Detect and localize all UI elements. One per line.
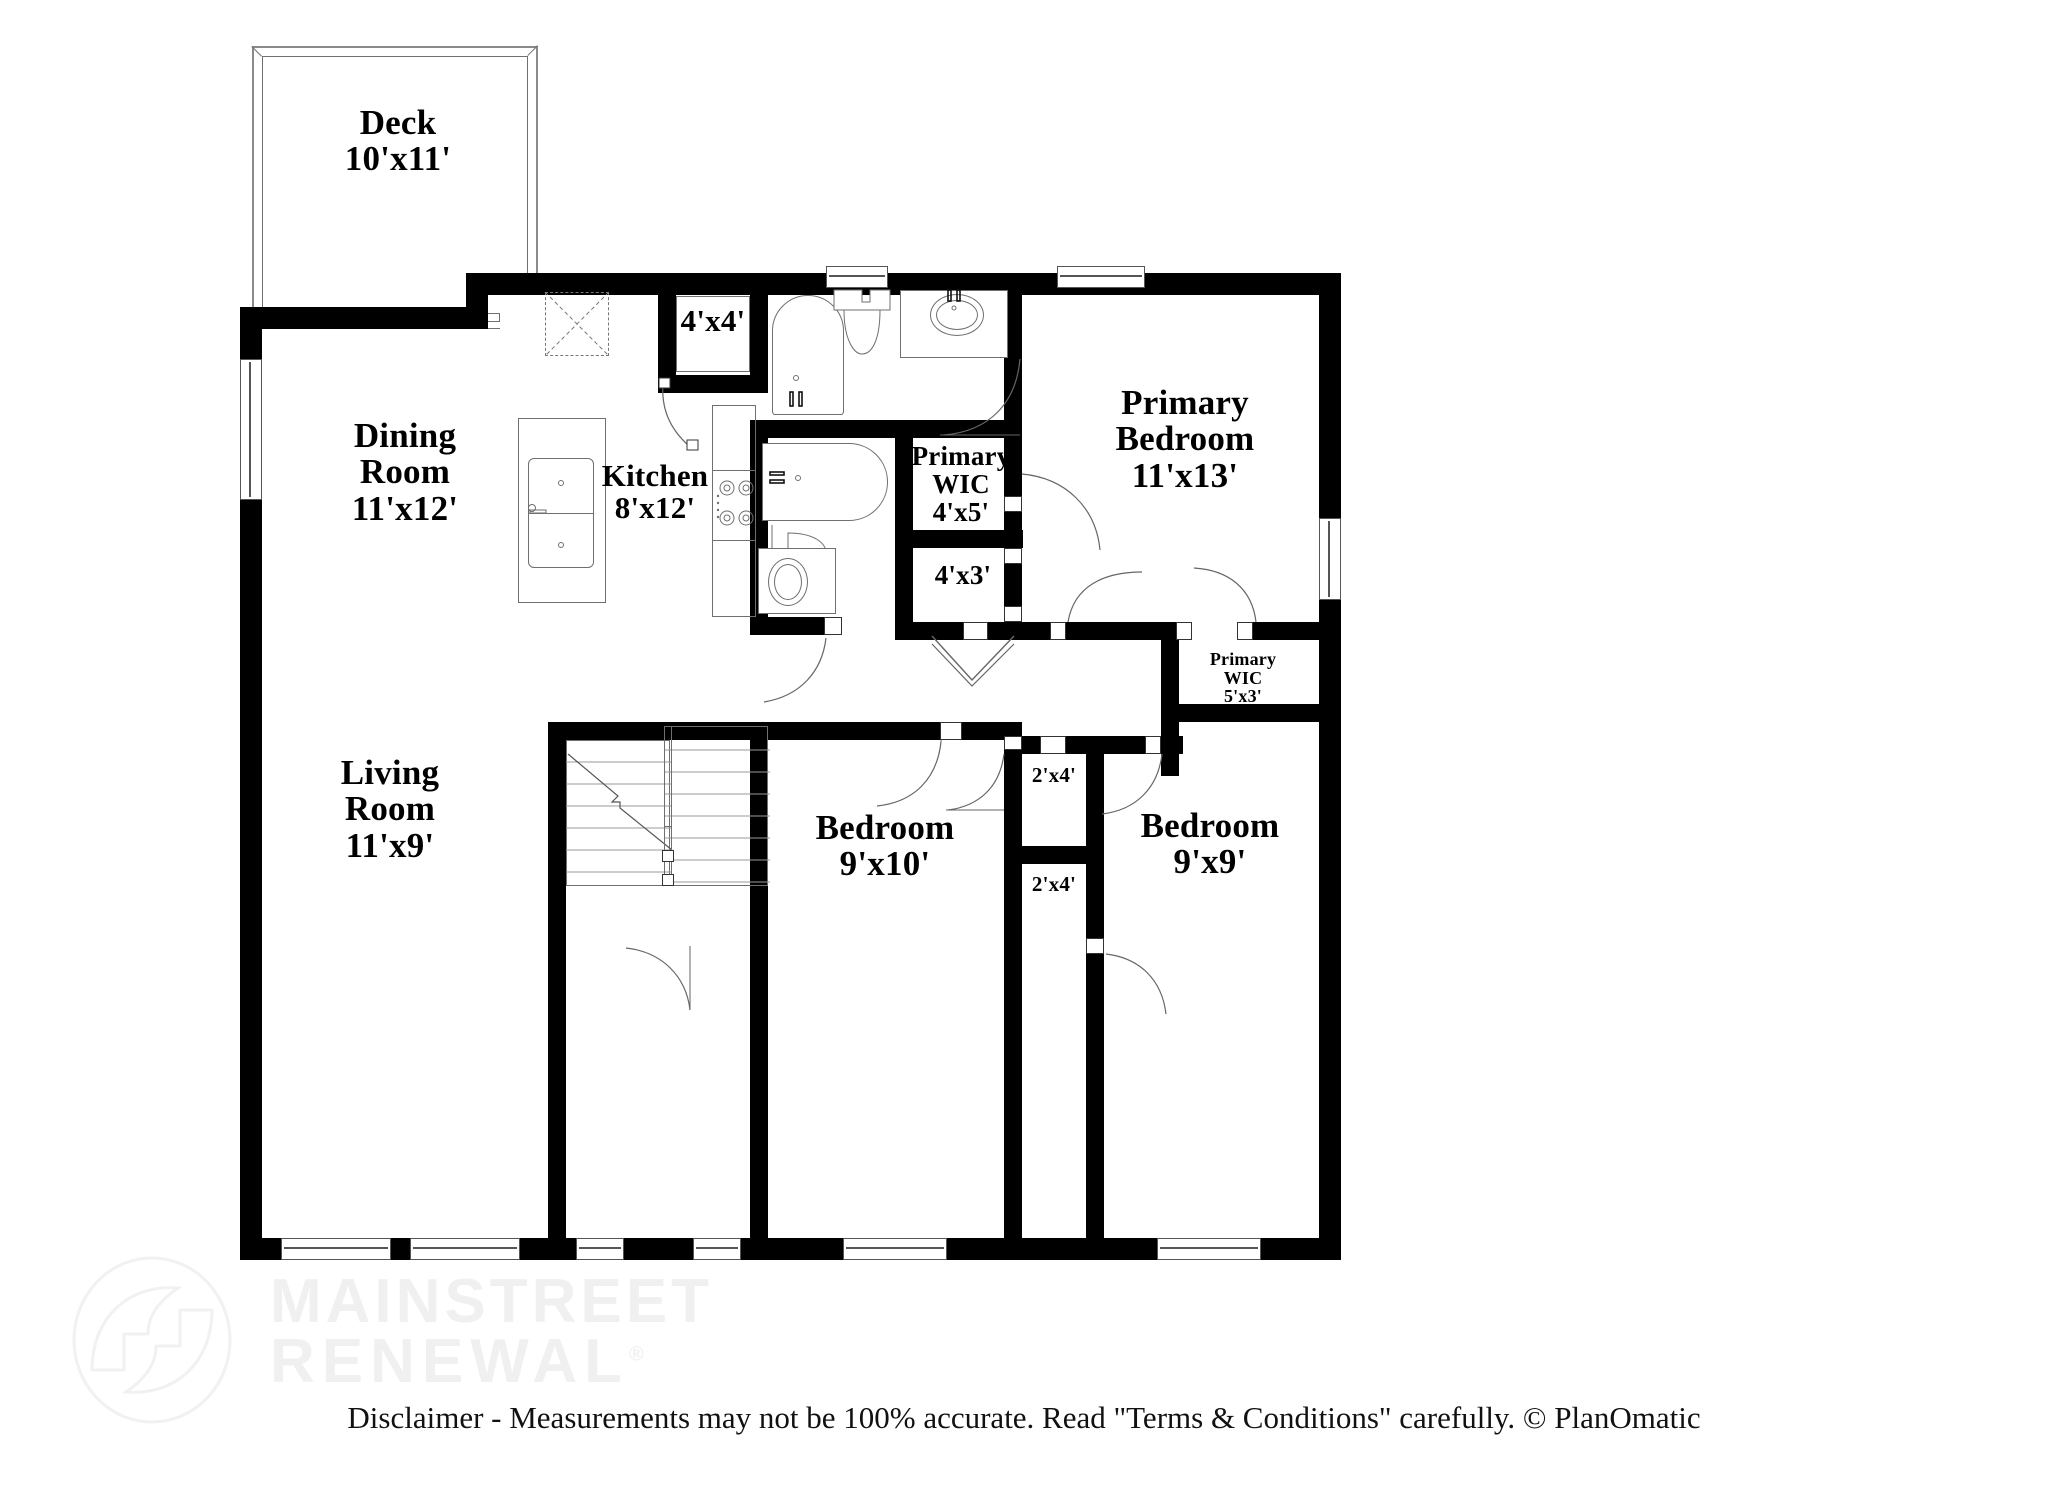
hall-bath-tub [772,295,844,415]
window-top-bath [826,266,888,288]
window-bottom-1 [281,1238,391,1260]
disclaimer-text: Disclaimer - Measurements may not be 100… [347,1400,1701,1435]
room-label-bedroom-2: Bedroom 9'x10' [815,808,955,884]
room-label-primary-wic-2: Primary WIC 5'x3' [1209,649,1277,707]
window-left-wall [240,359,262,500]
window-bottom-2 [410,1238,520,1260]
counter-run-right [712,405,756,617]
registered-mark: ® [629,1342,651,1365]
range-cooktop [716,480,754,526]
room-label-bedroom-3: Bedroom 9'x9' [1140,806,1280,882]
mainstreet-renewal-logo [72,1256,232,1424]
room-label-living-room: Living Room 11'x9' [340,753,440,865]
room-label-primary-bedroom: Primary Bedroom 11'x13' [1115,383,1255,495]
room-label-closet-2x4-upper: 2'x4' [1031,763,1077,787]
watermark-text: MAINSTREET RENEWAL® [270,1267,713,1396]
room-label-pantry: 4'x4' [680,303,746,338]
room-label-closet-4x3: 4'x3' [934,560,992,590]
window-top-primary [1057,266,1145,288]
room-label-closet-2x4-lower: 2'x4' [1031,872,1077,896]
room-label-kitchen: Kitchen 8'x12' [601,458,709,526]
watermark-line-2: RENEWAL® [270,1326,651,1396]
window-right-primary [1319,518,1341,600]
window-bottom-4 [693,1238,741,1260]
window-bottom-3 [576,1238,624,1260]
room-label-deck: Deck 10'x11' [344,103,452,179]
hall-bath-toilet [833,289,891,355]
watermark-line-1: MAINSTREET [270,1267,713,1336]
window-bottom-6 [1157,1238,1261,1260]
counter-run-top [676,296,750,372]
room-label-dining-room: Dining Room 11'x12' [351,416,459,528]
room-label-primary-wic-1: Primary WIC 4'x5' [911,441,1011,528]
half-bath-tub [762,443,888,521]
washer-dryer [545,292,609,356]
window-bottom-5 [843,1238,947,1260]
